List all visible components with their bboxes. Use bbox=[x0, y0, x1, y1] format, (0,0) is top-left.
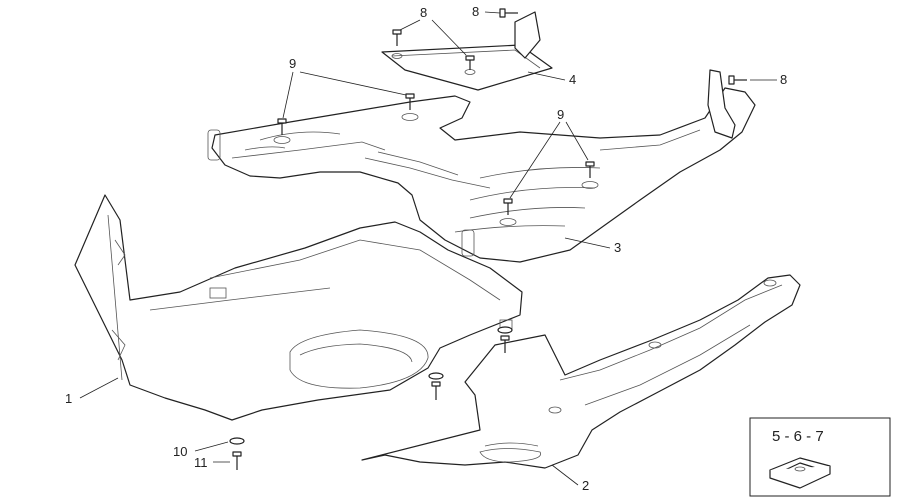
washer-floor-b bbox=[428, 372, 444, 380]
callout-11: 11 bbox=[194, 455, 208, 470]
part-1-floor-panel bbox=[74, 194, 523, 421]
callout-3: 3 bbox=[614, 240, 621, 255]
inset-label: 5 - 6 - 7 bbox=[772, 428, 824, 445]
washer-10 bbox=[229, 437, 245, 445]
screw-8-top bbox=[499, 8, 518, 18]
callout-labels: 1 2 3 4 8 8 8 9 9 10 11 bbox=[65, 4, 787, 493]
screw-floor-a bbox=[500, 335, 510, 353]
screw-8-plate-right bbox=[465, 55, 475, 70]
part-2-belly-pan bbox=[361, 274, 801, 469]
callout-8-top: 8 bbox=[472, 4, 479, 19]
part-3-footrest-frame bbox=[207, 69, 756, 263]
screw-8-right bbox=[728, 75, 747, 85]
screw-9-d bbox=[503, 198, 513, 215]
callout-9-left: 9 bbox=[289, 56, 296, 71]
leader-lines bbox=[79, 11, 777, 486]
washer-floor-a bbox=[497, 326, 513, 334]
callout-1: 1 bbox=[65, 391, 72, 406]
clip-nut-icon bbox=[769, 457, 831, 489]
inset-box-5-6-7: 5 - 6 - 7 bbox=[749, 417, 891, 497]
part-4-cover-plate bbox=[381, 11, 553, 91]
callout-8-right: 8 bbox=[780, 72, 787, 87]
callout-8-plate: 8 bbox=[420, 5, 427, 20]
callout-10: 10 bbox=[173, 444, 187, 459]
screw-9-c bbox=[585, 161, 595, 178]
callout-9-right: 9 bbox=[557, 107, 564, 122]
screw-9-b bbox=[405, 93, 415, 110]
screw-floor-b bbox=[431, 381, 441, 400]
fasteners bbox=[229, 8, 747, 470]
callout-2: 2 bbox=[582, 478, 589, 493]
screw-9-a bbox=[277, 118, 287, 135]
callout-4: 4 bbox=[569, 72, 576, 87]
screw-8-plate-left bbox=[392, 29, 402, 46]
screw-11-lower bbox=[232, 451, 242, 470]
